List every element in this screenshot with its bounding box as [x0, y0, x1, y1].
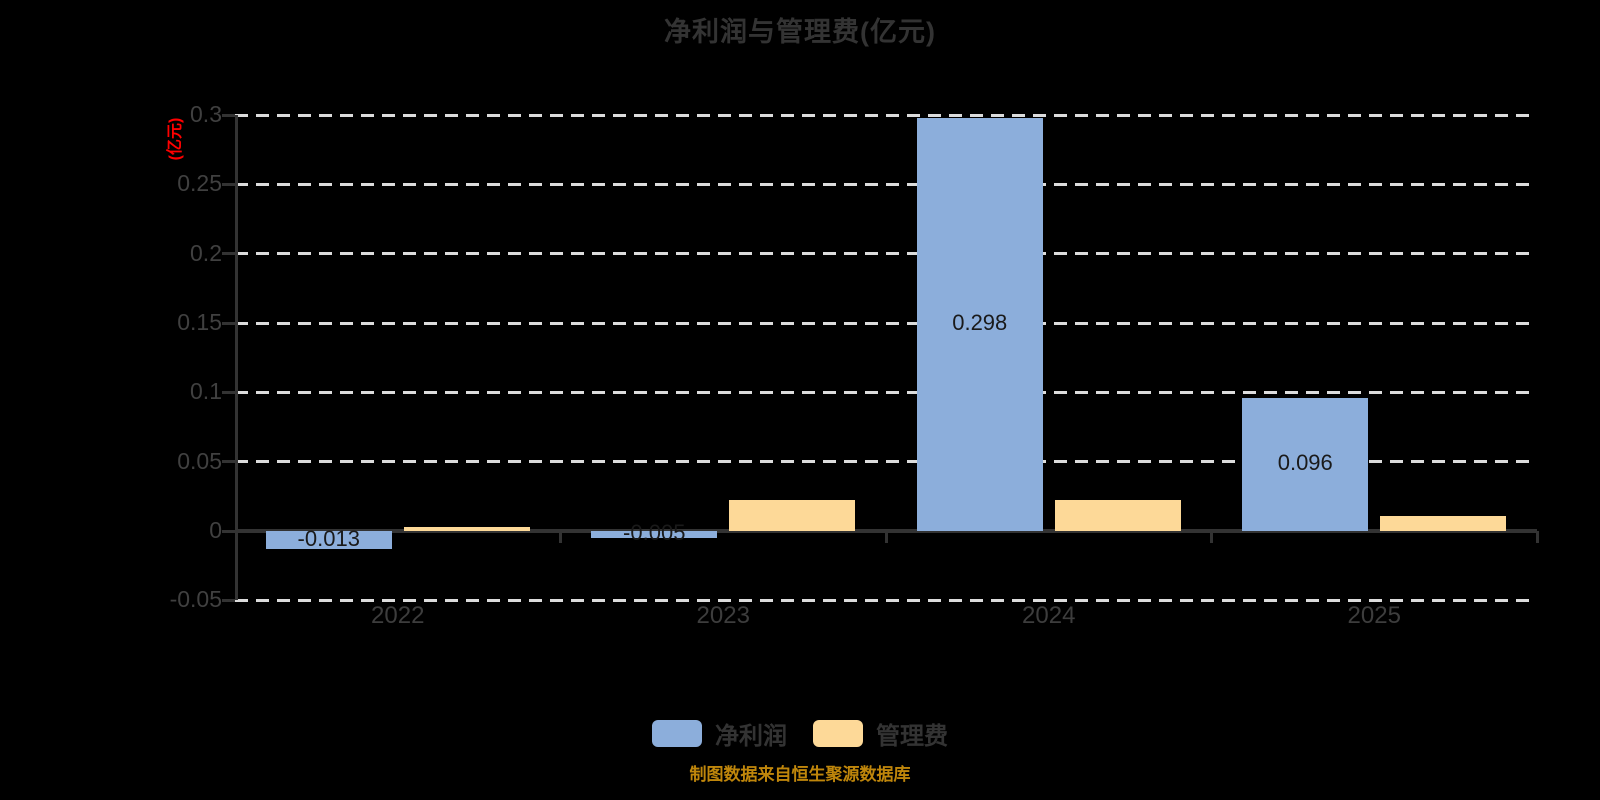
x-tick-label: 2023 — [696, 602, 750, 629]
y-tick-label: 0.1 — [190, 378, 222, 405]
bar-net-profit-2022 — [265, 531, 392, 550]
x-axis-tick — [1210, 531, 1213, 543]
y-tick-label: 0.15 — [177, 309, 222, 335]
gridline — [235, 182, 1530, 186]
x-tick-label: 2025 — [1347, 602, 1401, 629]
legend: 净利润 管理费 — [0, 716, 1600, 750]
bar-mgmt-fee-2023 — [729, 500, 856, 531]
net-profit-swatch — [652, 719, 702, 747]
legend-item-net-profit: 净利润 — [652, 716, 787, 751]
legend-label-mgmt-fee: 管理费 — [876, 722, 948, 750]
y-axis-tick — [222, 529, 235, 533]
y-axis-tick — [222, 598, 235, 602]
y-tick-label: 0.25 — [177, 170, 222, 197]
legend-item-mgmt-fee: 管理费 — [813, 716, 948, 751]
y-axis-tick — [222, 390, 235, 394]
bar-label-net-profit-2025: 0.096 — [1277, 450, 1333, 476]
y-axis-tick — [222, 321, 235, 325]
bar-mgmt-fee-2022 — [403, 526, 530, 531]
bar-label-net-profit-2023: -0.005 — [623, 520, 686, 546]
gridline — [235, 460, 1530, 464]
gridline — [235, 252, 1530, 256]
x-axis-tick — [884, 531, 888, 543]
bar-mgmt-fee-2025 — [1380, 515, 1507, 531]
y-axis-tick — [222, 182, 235, 186]
y-axis-tick — [222, 113, 235, 117]
data-source-note: 制图数据来自恒生聚源数据库 — [689, 765, 911, 784]
gridline — [235, 390, 1530, 394]
bar-net-profit-2025 — [1242, 397, 1369, 531]
gridline — [235, 321, 1530, 325]
chart-title: 净利润与管理费(亿元) — [664, 17, 936, 47]
x-tick-label: 2022 — [371, 602, 425, 629]
y-tick-label: 0.05 — [177, 447, 222, 474]
gridline — [235, 113, 1530, 117]
y-tick-label: -0.05 — [169, 586, 222, 613]
y-axis-tick — [222, 460, 235, 464]
bar-net-profit-2024 — [916, 117, 1043, 531]
bar-net-profit-2023 — [591, 531, 718, 538]
bar-mgmt-fee-2024 — [1054, 500, 1181, 531]
bar-label-net-profit-2022: -0.013 — [297, 526, 360, 551]
y-axis-line — [235, 115, 238, 601]
y-tick-label: 0.2 — [190, 239, 222, 266]
mgmt-fee-swatch — [813, 719, 863, 747]
y-tick-label: 0.3 — [190, 101, 222, 127]
x-tick-label: 2024 — [1022, 602, 1076, 629]
bar-label-net-profit-2024: 0.298 — [952, 310, 1008, 336]
x-axis-tick — [559, 531, 562, 543]
gridline — [235, 598, 1530, 602]
y-tick-label: 0 — [209, 517, 222, 543]
y-axis-tick — [222, 252, 235, 256]
x-axis-tick — [1535, 531, 1539, 543]
legend-label-net-profit: 净利润 — [715, 722, 787, 750]
